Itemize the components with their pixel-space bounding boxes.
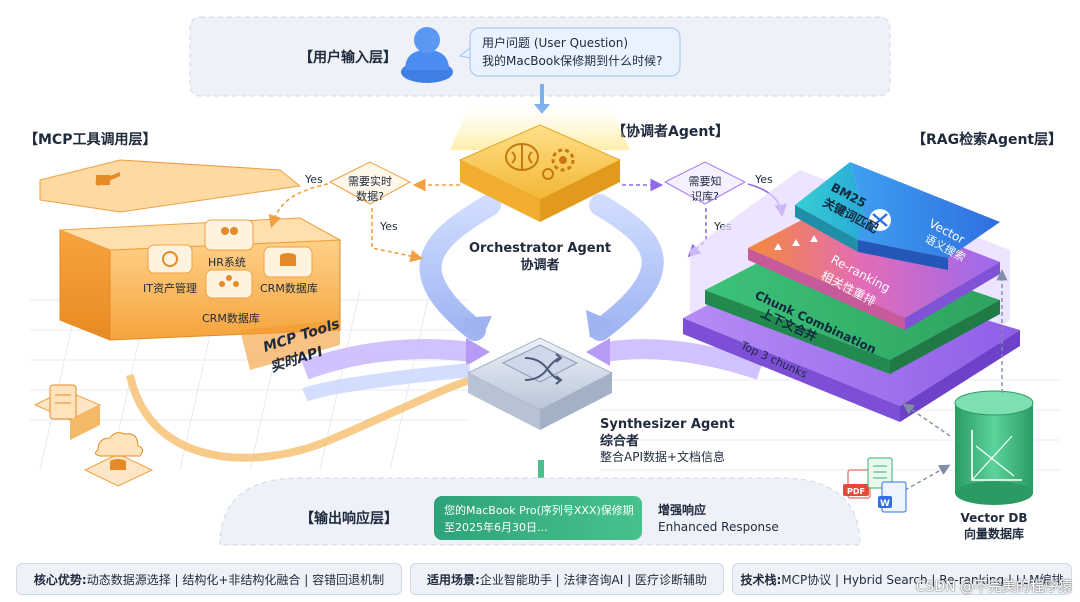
synthesizer-desc: 整合API数据+文档信息 xyxy=(600,449,725,464)
mcp-item-crm-center: CRM数据库 xyxy=(202,269,260,325)
user-question-bubble: 用户问题 (User Question) 我的MacBook保修期到什么时候? xyxy=(458,27,681,77)
user-question-line1: 用户问题 (User Question) xyxy=(482,35,628,50)
advantages-pill: 核心优势: 动态数据源选择 | 结构化+非结构化融合 | 容错回退机制 xyxy=(16,563,402,595)
realtime-down-arrow xyxy=(371,208,424,263)
decision-realtime-line1: 需要实时 xyxy=(348,174,392,188)
word-doc-icon: W xyxy=(878,481,907,513)
mcp-item-hr-label: HR系统 xyxy=(208,256,246,269)
decision-knowledge-yes1: Yes xyxy=(754,173,773,186)
advantages-label: 核心优势: xyxy=(33,572,87,587)
gear-icon xyxy=(542,148,575,180)
rerank-arrows-icon xyxy=(774,235,818,250)
synthesizer-cn: 综合者 xyxy=(600,433,639,449)
scenarios-text: 企业智能助手 | 法律咨询AI | 医疗诊断辅助 xyxy=(479,572,707,587)
rag-stack xyxy=(683,162,1020,422)
scenarios-label: 适用场景: xyxy=(427,572,480,587)
response-label-en: Enhanced Response xyxy=(658,520,779,534)
response-line1: 您的MacBook Pro(序列号XXX)保修期 xyxy=(444,503,634,517)
word-doc-label: W xyxy=(880,499,890,509)
tech-stack-label: 技术栈: xyxy=(740,572,782,587)
decision-realtime-yes2: Yes xyxy=(379,220,398,233)
orchestrator-name: Orchestrator Agent xyxy=(469,241,611,256)
decision-knowledge: 需要知 识库? xyxy=(663,161,747,205)
user-question-line2: 我的MacBook保修期到什么时候? xyxy=(482,53,663,68)
docs-to-vectordb-arrow xyxy=(904,464,951,491)
orchestrator-cn: 协调者 xyxy=(520,257,559,273)
flow-arrows xyxy=(126,194,764,462)
output-layer-title: 【输出响应层】 xyxy=(300,510,398,527)
realtime-to-mcp-arrow xyxy=(268,183,329,229)
mcp-item-crm-center-label: CRM数据库 xyxy=(202,311,260,325)
synthesizer-name: Synthesizer Agent xyxy=(600,417,735,432)
response-line2: 至2025年6月30日... xyxy=(444,520,547,534)
shuffle-icon xyxy=(524,353,563,385)
brain-icon xyxy=(505,143,539,171)
decision-knowledge-line2: 识库? xyxy=(691,190,719,203)
vector-db-cylinder xyxy=(954,390,1034,505)
mcp-layer-title: 【MCP工具调用层】 xyxy=(24,132,156,148)
vector-db-label: Vector DB xyxy=(960,511,1027,525)
mcp-item-it-assets-label: IT资产管理 xyxy=(143,281,197,295)
decision-knowledge-line1: 需要知 xyxy=(689,174,722,188)
sheet-doc-icon xyxy=(867,457,893,489)
mcp-item-crm-right-label: CRM数据库 xyxy=(260,281,318,295)
response-label-cn: 增强响应 xyxy=(658,502,706,517)
tech-stack-pill: 技术栈: MCP协议 | Hybrid Search | Re-ranking … xyxy=(732,563,1072,595)
orchestrator-box xyxy=(458,124,622,222)
vector-db-sub-label: 向量数据库 xyxy=(964,526,1024,541)
decision-realtime-yes1: Yes xyxy=(304,173,323,186)
scenarios-pill: 适用场景: 企业智能助手 | 法律咨询AI | 医疗诊断辅助 xyxy=(410,563,724,595)
diagram-canvas: 【用户输入层】 用户问题 (User Question) 我的MacBook保修… xyxy=(24,16,1062,546)
mcp-item-it-assets: IT资产管理 xyxy=(143,244,197,295)
decision-realtime: 需要实时 数据? xyxy=(328,161,412,205)
pdf-doc-label: PDF xyxy=(847,487,865,496)
mcp-item-hr: HR系统 xyxy=(204,219,254,269)
user-input-layer-title: 【用户输入层】 xyxy=(299,49,397,66)
mcp-item-crm-right: CRM数据库 xyxy=(260,246,318,295)
coordinator-layer-title: 【协调者Agent】 xyxy=(612,123,729,140)
rag-layer-title: 【RAG检索Agent层】 xyxy=(912,131,1062,148)
cloud-database-icon xyxy=(83,432,154,487)
decision-realtime-line2: 数据? xyxy=(356,189,384,203)
response-bubble: 您的MacBook Pro(序列号XXX)保修期 至2025年6月30日... xyxy=(434,496,642,540)
tech-stack-text: MCP协议 | Hybrid Search | Re-ranking | LLM… xyxy=(781,572,1064,587)
csdn-watermark: CSDN @不完美的程序猿 xyxy=(915,579,1072,595)
user-avatar-icon xyxy=(401,27,453,83)
vectordb-link-arrow xyxy=(902,403,951,437)
pdf-doc-icon: PDF xyxy=(843,469,871,499)
advantages-text: 动态数据源选择 | 结构化+非结构化融合 | 容错回退机制 xyxy=(86,572,385,587)
synthesizer-box xyxy=(466,337,614,430)
server-icon xyxy=(33,384,102,440)
